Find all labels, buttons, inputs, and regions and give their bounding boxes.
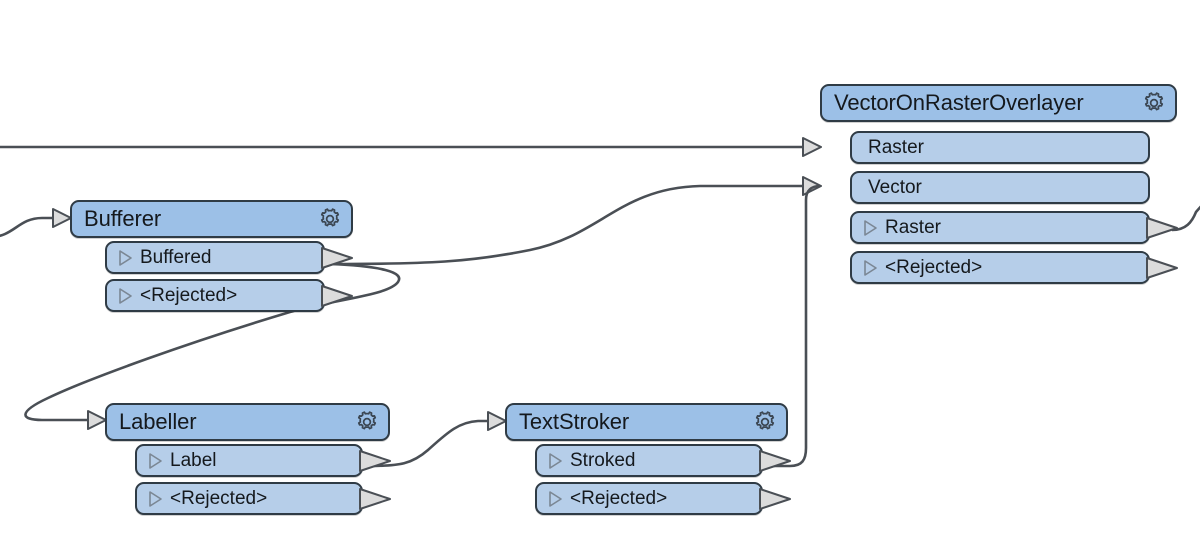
output-marker-stroked [759,450,791,472]
node-title: VectorOnRasterOverlayer [834,90,1084,115]
triangle-right-icon [864,259,877,276]
output-marker-rejected [359,488,391,510]
triangle-right-icon [149,490,162,507]
output-marker-raster [1146,217,1178,239]
triangle-right-icon [119,249,132,266]
node-title: TextStroker [519,409,630,434]
port-row-rejected[interactable]: <Rejected> [105,279,325,312]
gear-icon[interactable] [752,409,778,435]
triangle-right-icon [149,452,162,469]
gear-icon[interactable] [317,206,343,232]
node-header-labeller[interactable]: Labeller [105,403,390,441]
triangle-right-icon [549,452,562,469]
port-label: Label [170,450,217,471]
input-label: Raster [868,137,924,158]
gear-icon[interactable] [354,409,380,435]
output-marker-rejected [321,285,353,307]
port-row-label[interactable]: Label [135,444,363,477]
input-label: Vector [868,177,922,198]
edge-external-to-bufferer [0,208,72,237]
port-row-buffered[interactable]: Buffered [105,241,325,274]
node-header-bufferer[interactable]: Bufferer [70,200,353,238]
port-label: <Rejected> [885,257,983,278]
port-label: <Rejected> [570,488,668,509]
port-label: Stroked [570,450,636,471]
port-row-stroked[interactable]: Stroked [535,444,763,477]
port-label: Buffered [140,247,212,268]
node-header-vectoronrasteroverlayer[interactable]: VectorOnRasterOverlayer [820,84,1177,122]
triangle-right-icon [549,490,562,507]
output-marker-label [359,450,391,472]
output-marker-rejected [759,488,791,510]
output-marker-rejected [1146,257,1178,279]
node-header-textstroker[interactable]: TextStroker [505,403,788,441]
triangle-right-icon [864,219,877,236]
port-label: <Rejected> [140,285,238,306]
port-row-rejected[interactable]: <Rejected> [135,482,363,515]
port-row-raster-out[interactable]: Raster [850,211,1150,244]
port-row-rejected-out[interactable]: <Rejected> [850,251,1150,284]
port-row-rejected[interactable]: <Rejected> [535,482,763,515]
port-label: <Rejected> [170,488,268,509]
port-label: Raster [885,217,941,238]
input-row-vector[interactable]: Vector [850,171,1150,204]
input-row-raster[interactable]: Raster [850,131,1150,164]
node-title: Labeller [119,409,197,434]
triangle-right-icon [119,287,132,304]
node-title: Bufferer [84,206,162,231]
output-marker-buffered [321,247,353,269]
edge-buffered-to-overlayer-vector [329,176,822,266]
gear-icon[interactable] [1141,90,1167,116]
